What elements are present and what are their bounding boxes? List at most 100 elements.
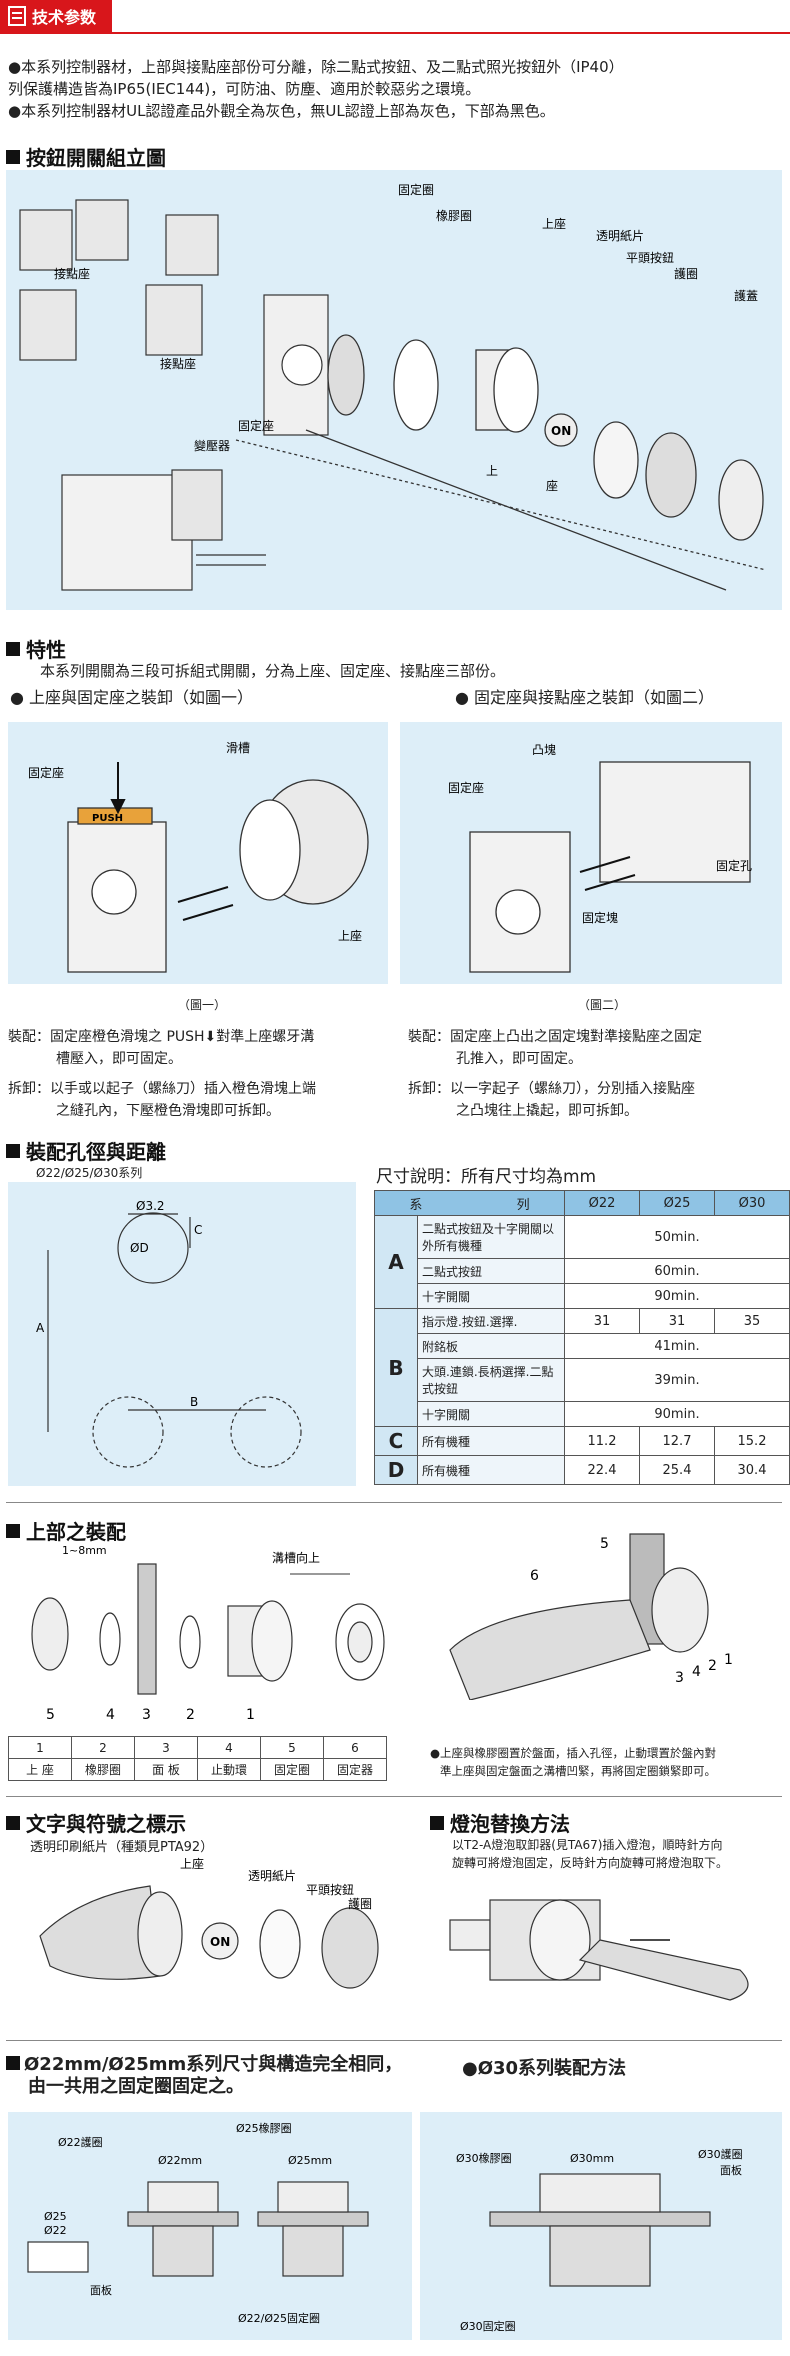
row-b2-label: 附銘板 bbox=[417, 1333, 565, 1359]
assembly-panel: 接點座 接點座 固定座 變壓器 固定圈 橡膠圈 上座 透明紙片 平頭按鈕 護圈 … bbox=[6, 170, 782, 610]
section-divider-3 bbox=[6, 2040, 782, 2041]
figure-2-panel: 固定座 凸塊 固定孔 固定塊 bbox=[400, 722, 782, 984]
row-c-label: 所有機種 bbox=[417, 1426, 565, 1456]
row-a2-label: 二點式按鈕 bbox=[417, 1258, 565, 1284]
row-a1-label: 二點式按鈕及十字開關以外所有機種 bbox=[417, 1215, 565, 1259]
fig1-instructions: 裝配：固定座橙色滑塊之 PUSH⬇對準上座螺牙溝 槽壓入，即可固定。 拆卸：以手… bbox=[8, 1026, 398, 1122]
contact-block-1 bbox=[19, 209, 73, 271]
bulb-heading: 燈泡替換方法 bbox=[430, 1808, 570, 1837]
parts-table: 1 2 3 4 5 6 上 座 橡膠圈 面 板 止動環 固定圈 固定器 bbox=[8, 1736, 387, 1781]
br-label-30guard: Ø30護圈 bbox=[698, 2147, 743, 2161]
features-desc: 本系列開關為三段可拆組式開關，分為上座、固定座、接點座三部份。 bbox=[40, 662, 506, 680]
heading-square-icon bbox=[6, 1523, 20, 1538]
intro-line-3: ●本系列控制器材UL認證產品外觀全為灰色，無UL認證上部為灰色，下部為黑色。 bbox=[8, 102, 555, 120]
guard-cover bbox=[718, 459, 764, 541]
label-guard-ring: 護圈 bbox=[674, 266, 698, 281]
ta-rnum-1: 1 bbox=[724, 1652, 733, 1668]
features-heading: 特性 bbox=[6, 634, 66, 663]
bottom-left-drawing: Ø22護圈 Ø25橡膠圈 Ø22mm Ø25mm Ø25 Ø22 面板 Ø22/… bbox=[27, 2122, 369, 2325]
row-d-label: 所有機種 bbox=[417, 1455, 565, 1485]
row-d-30: 30.4 bbox=[714, 1455, 790, 1485]
features-sub-2: ● 固定座與接點座之裝卸（如圖二） bbox=[455, 688, 715, 707]
on-text: ON bbox=[551, 424, 571, 438]
rubber-ring bbox=[393, 339, 439, 431]
section-tab-label: 技术参数 bbox=[32, 8, 97, 27]
bulb-socket bbox=[449, 1919, 491, 1951]
contact-block-3 bbox=[19, 289, 77, 361]
col-series: 系 列 bbox=[374, 1190, 565, 1216]
fig1-remove-line-1: 拆卸：以手或以起子（螺絲刀）插入橙色滑塊上端 bbox=[8, 1081, 316, 1097]
fig2-label-hole: 固定孔 bbox=[716, 858, 752, 873]
mk-paper bbox=[259, 1909, 301, 1979]
label-fixing-ring: 固定圈 bbox=[398, 182, 434, 197]
part-num-1: 1 bbox=[8, 1736, 72, 1759]
group-a: A bbox=[374, 1215, 418, 1309]
row-b2-value: 41min. bbox=[564, 1333, 790, 1359]
label-top-seat: 上座 bbox=[542, 216, 566, 231]
section-divider bbox=[6, 1502, 782, 1503]
mk-on-disc bbox=[201, 1922, 239, 1960]
fig2-label-block: 固定塊 bbox=[582, 910, 618, 925]
bulb-desc-line-2: 旋轉可將燈泡固定，反時針方向旋轉可將燈泡取下。 bbox=[452, 1856, 729, 1870]
figure-2-drawing: 固定座 凸塊 固定孔 固定塊 bbox=[448, 742, 752, 973]
fig2-instructions: 裝配：固定座上凸出之固定塊對準接點座之固定 孔推入，即可固定。 拆卸：以一字起子… bbox=[408, 1026, 788, 1122]
label-b: B bbox=[190, 1395, 198, 1409]
fig1-remove-line-2: 之縫孔內，下壓橙色滑塊即可拆卸。 bbox=[56, 1103, 280, 1119]
figure-2-caption: （圖二） bbox=[578, 998, 627, 1012]
label-contact-seat-1: 接點座 bbox=[54, 266, 90, 281]
mk-top-seat bbox=[137, 1891, 183, 1977]
part-num-5: 5 bbox=[260, 1736, 324, 1759]
mk-ring bbox=[321, 1907, 379, 1989]
part-num-6: 6 bbox=[323, 1736, 387, 1759]
col-30: Ø30 bbox=[714, 1190, 790, 1216]
dimension-table: 系 列 Ø22 Ø25 Ø30 A 二點式按鈕及十字開關以外所有機種 50min… bbox=[374, 1190, 790, 1485]
ta-stop-ring bbox=[99, 1612, 121, 1666]
row-d-25: 25.4 bbox=[639, 1455, 715, 1485]
contact-block-2 bbox=[75, 199, 129, 261]
row-c-22: 11.2 bbox=[564, 1426, 640, 1456]
ta-num-3: 3 bbox=[142, 1707, 151, 1723]
holes-drawing: Ø3.2 ØD A B C bbox=[36, 1199, 302, 1468]
br-button-30 bbox=[539, 2173, 661, 2213]
row-a1-value: 50min. bbox=[564, 1215, 790, 1259]
ta-note-line-2: 準上座與固定盤面之溝槽凹緊，再將固定圈鎖緊即可。 bbox=[440, 1764, 716, 1778]
section-tab: 技术参数 bbox=[0, 0, 113, 32]
row-a3-label: 十字開關 bbox=[417, 1283, 565, 1309]
top-assembly-heading: 上部之裝配 bbox=[6, 1516, 126, 1545]
figure-1-panel: 固定座 滑槽 上座 PUSH bbox=[8, 722, 388, 984]
group-c: C bbox=[374, 1426, 418, 1456]
bottom-heading-1: Ø22mm/Ø25mm系列尺寸與構造完全相同， 由一共用之固定圈固定之。 bbox=[6, 2054, 402, 2098]
top-assembly-title: 上部之裝配 bbox=[26, 1520, 126, 1544]
label-flat-button: 平頭按鈕 bbox=[626, 251, 674, 265]
col-series-a: 系 bbox=[409, 1197, 423, 1213]
ta-rnum-2: 2 bbox=[708, 1658, 717, 1674]
heading-square-icon bbox=[6, 641, 20, 656]
row-a3-value: 90min. bbox=[564, 1283, 790, 1309]
bl-label-25: Ø25 bbox=[44, 2210, 67, 2223]
ta-rnum-6: 6 bbox=[530, 1568, 539, 1584]
bulb-hand bbox=[578, 1939, 749, 2001]
bulb-desc: 以T2-A燈泡取卸器(見TA67)插入燈泡，順時針方向 旋轉可將燈泡固定，反時針… bbox=[452, 1836, 728, 1872]
top-assembly-left: 1~8mm 溝槽向上 5 4 3 2 1 bbox=[10, 1544, 430, 1724]
col-22: Ø22 bbox=[564, 1190, 640, 1216]
mk-label-paper: 透明紙片 bbox=[248, 1868, 296, 1883]
ta-right-ring bbox=[651, 1567, 709, 1653]
label-up-1: 上 bbox=[486, 464, 498, 478]
bulb-drawing bbox=[449, 1899, 749, 2001]
intro-line-1: ●本系列控制器材，上部與接點座部份可分離，除二點式按鈕、及二點式照光按鈕外（IP… bbox=[8, 58, 624, 76]
label-contact-seat-2: 接點座 bbox=[160, 356, 196, 371]
bl-label-22mm: Ø22mm bbox=[158, 2154, 202, 2167]
bl-button-25 bbox=[277, 2181, 349, 2213]
hole-bottom-left bbox=[92, 1396, 164, 1468]
fig2-remove-line-1: 拆卸：以一字起子（螺絲刀），分別插入接點座 bbox=[408, 1081, 695, 1097]
fig1-label-slot: 滑槽 bbox=[226, 741, 250, 755]
assembly-title: 按鈕開關組立圖 bbox=[26, 146, 166, 170]
fig1-label-fixed: 固定座 bbox=[28, 765, 64, 780]
fixing-ring bbox=[327, 334, 365, 416]
fig1-label-top: 上座 bbox=[338, 928, 362, 943]
guard-ring bbox=[645, 432, 697, 518]
features-sub-1: ● 上座與固定座之裝卸（如圖一） bbox=[10, 688, 254, 707]
transformer-body bbox=[61, 474, 193, 591]
holes-subtitle: Ø22/Ø25/Ø30系列 bbox=[36, 1166, 143, 1180]
bulb-drawing-wrap bbox=[440, 1880, 780, 2020]
